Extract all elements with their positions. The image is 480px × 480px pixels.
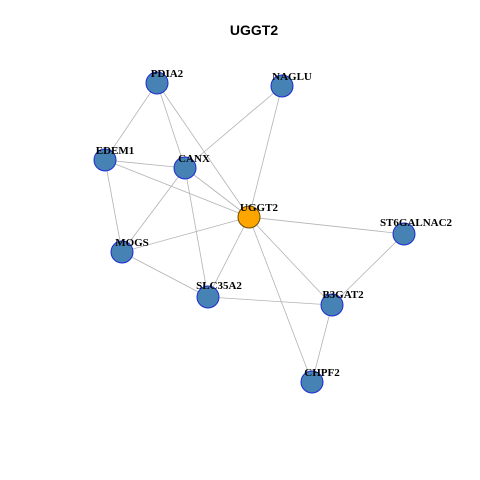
edge-mogs-slc35a2 bbox=[121, 251, 209, 298]
edge-edem1-uggt2 bbox=[104, 159, 250, 218]
edge-b3gat2-chpf2 bbox=[311, 304, 333, 383]
node-label-mogs: MOGS bbox=[115, 237, 149, 249]
node-st6galnac2 bbox=[392, 222, 416, 246]
node-naglu bbox=[270, 74, 294, 98]
node-label-pdia2: PDIA2 bbox=[151, 68, 184, 80]
node-uggt2 bbox=[237, 205, 261, 229]
edge-pdia2-canx bbox=[156, 82, 186, 169]
node-label-chpf2: CHPF2 bbox=[304, 367, 340, 379]
node-label-b3gat2: B3GAT2 bbox=[322, 289, 364, 301]
edge-naglu-canx bbox=[184, 85, 283, 169]
edge-canx-slc35a2 bbox=[184, 167, 209, 298]
node-label-slc35a2: SLC35A2 bbox=[196, 280, 242, 292]
edge-edem1-canx bbox=[104, 159, 186, 169]
node-label-uggt2: UGGT2 bbox=[240, 202, 278, 214]
node-slc35a2 bbox=[196, 285, 220, 309]
edge-slc35a2-b3gat2 bbox=[207, 296, 333, 306]
node-edem1 bbox=[93, 148, 117, 172]
edge-st6galnac2-b3gat2 bbox=[331, 233, 405, 306]
node-label-st6galnac2: ST6GALNAC2 bbox=[380, 217, 453, 229]
edge-uggt2-st6galnac2 bbox=[248, 216, 405, 235]
edge-uggt2-chpf2 bbox=[248, 216, 313, 383]
node-mogs bbox=[110, 240, 134, 264]
edge-canx-uggt2 bbox=[184, 167, 250, 218]
node-label-canx: CANX bbox=[178, 153, 210, 165]
edge-edem1-mogs bbox=[104, 159, 123, 253]
edge-layer bbox=[104, 82, 405, 383]
node-chpf2 bbox=[300, 370, 324, 394]
edge-uggt2-slc35a2 bbox=[207, 216, 250, 298]
node-canx bbox=[173, 156, 197, 180]
edge-canx-mogs bbox=[121, 167, 186, 253]
node-pdia2 bbox=[145, 71, 169, 95]
edge-uggt2-b3gat2 bbox=[248, 216, 333, 306]
node-b3gat2 bbox=[320, 293, 344, 317]
edge-naglu-uggt2 bbox=[248, 85, 283, 218]
edge-uggt2-mogs bbox=[121, 216, 250, 253]
node-label-naglu: NAGLU bbox=[272, 71, 312, 83]
node-layer bbox=[93, 71, 416, 394]
node-label-edem1: EDEM1 bbox=[96, 145, 135, 157]
graph-title: UGGT2 bbox=[230, 22, 278, 38]
edge-pdia2-uggt2 bbox=[156, 82, 250, 218]
edge-pdia2-edem1 bbox=[104, 82, 158, 161]
